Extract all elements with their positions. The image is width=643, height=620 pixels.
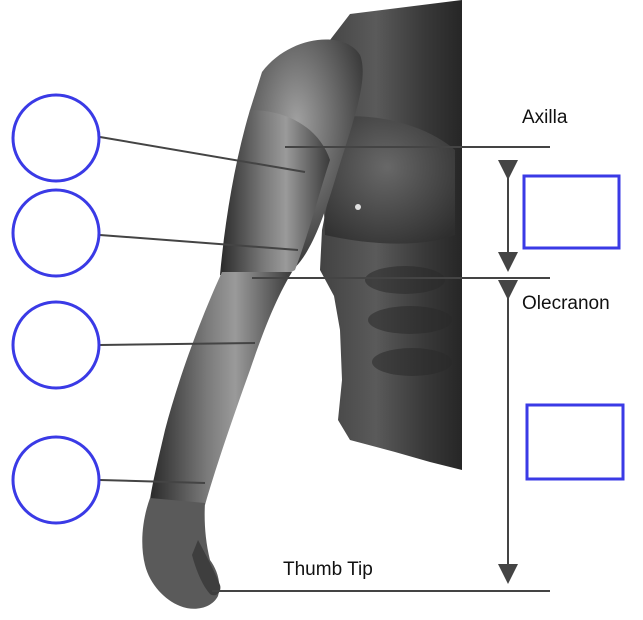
answer-boxes (524, 176, 623, 479)
answer-circle-4[interactable] (13, 437, 99, 523)
answer-circle-2[interactable] (13, 190, 99, 276)
abdominal-shading (365, 266, 452, 376)
upper-arm-shape (220, 110, 330, 282)
axilla-label: Axilla (522, 107, 568, 128)
thumb-tip-label: Thumb Tip (283, 559, 373, 580)
answer-box-forearm[interactable] (527, 405, 623, 479)
hand-shape (142, 498, 219, 609)
olecranon-label: Olecranon (522, 293, 610, 314)
nipple-mark (355, 204, 361, 210)
answer-circles (13, 95, 99, 523)
answer-circle-3[interactable] (13, 302, 99, 388)
body-illustration (142, 0, 462, 609)
answer-box-upper-arm[interactable] (524, 176, 619, 248)
forearm-shape (150, 272, 292, 505)
answer-circle-1[interactable] (13, 95, 99, 181)
